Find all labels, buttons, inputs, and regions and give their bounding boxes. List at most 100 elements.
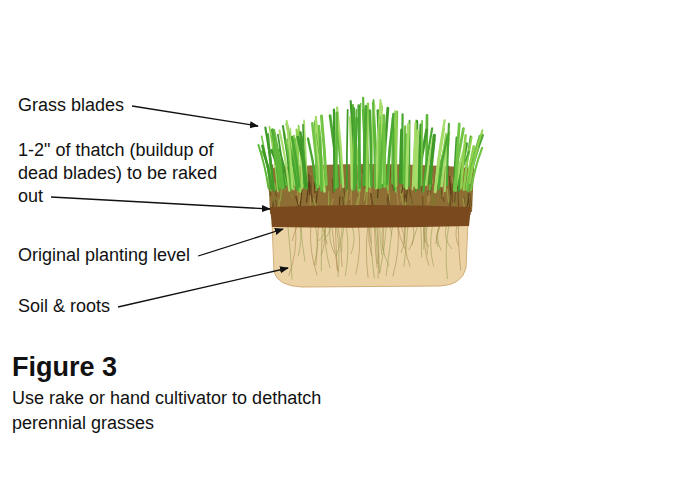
root-line (288, 226, 292, 280)
planting-level-band (270, 205, 471, 228)
thatch-stroke (350, 191, 352, 200)
leader-arrow (118, 268, 288, 307)
leader-arrow (132, 106, 258, 126)
part-label: Original planting level (18, 244, 190, 267)
grass-blade (387, 114, 393, 184)
root-line (436, 226, 440, 244)
grass-blade (447, 124, 449, 186)
root-line (336, 226, 342, 257)
grass-blade (335, 113, 339, 187)
root-line (382, 226, 384, 251)
thatch-stroke (451, 184, 453, 202)
root-line (431, 226, 434, 267)
grass-blade (430, 135, 435, 183)
grass-blade (300, 133, 304, 188)
grass-blade (274, 148, 280, 186)
root-line (456, 226, 458, 245)
leader-arrow (198, 229, 283, 256)
root-line (393, 226, 399, 276)
grass-blade (359, 106, 360, 188)
root-line (332, 226, 338, 272)
root-line (401, 226, 404, 243)
grass-blade (320, 137, 321, 190)
thatch-stroke (313, 199, 316, 207)
root-line (289, 226, 296, 276)
grass-blade (416, 126, 422, 191)
grass-blade (454, 129, 463, 191)
grass-blade (262, 136, 271, 191)
root-line (380, 226, 387, 274)
grass-blades (258, 98, 482, 192)
root-line (437, 226, 440, 247)
root-line (345, 226, 348, 276)
grass-blade (407, 125, 409, 189)
thatch-stroke (427, 196, 428, 205)
root-line (412, 226, 418, 245)
root-line (424, 226, 429, 266)
thatch-stroke (347, 173, 349, 191)
root-line (371, 226, 375, 279)
thatch-stroke (449, 176, 451, 190)
thatch-stroke (397, 188, 399, 206)
grass-blade (394, 112, 397, 186)
grass-blade (292, 137, 299, 187)
grass-blade (363, 98, 365, 185)
soil-block (272, 222, 468, 287)
grass-blade (321, 116, 326, 185)
grass-blade (438, 136, 447, 189)
grass-blade (262, 146, 271, 189)
root-line (378, 226, 379, 279)
root-line (458, 226, 460, 270)
root-line (369, 226, 372, 256)
root-line (322, 226, 329, 241)
grass-blade (373, 103, 375, 188)
roots (288, 226, 461, 280)
grass-blade (364, 106, 366, 184)
root-line (374, 226, 377, 268)
thatch-stroke (328, 192, 329, 206)
root-line (351, 226, 354, 254)
grass-blade (287, 121, 293, 188)
thatch-stroke (447, 189, 448, 202)
part-label: Grass blades (18, 94, 124, 117)
grass-blade (400, 130, 401, 183)
thatch-stroke (470, 193, 472, 205)
leader-arrow (51, 197, 270, 209)
grass-blade (370, 111, 372, 187)
part-label: Soil & roots (18, 295, 110, 318)
root-line (314, 226, 317, 265)
grass-blade (354, 118, 356, 189)
grass-blade (347, 110, 348, 189)
grass-blade (401, 114, 404, 183)
thatch-stroke (429, 192, 430, 201)
root-line (426, 226, 428, 255)
root-line (446, 226, 449, 279)
figure-caption: Use rake or hand cultivator to dethatch … (12, 386, 357, 436)
root-line (301, 226, 305, 261)
grass-blade (396, 112, 398, 192)
grass-blade (421, 121, 423, 185)
thatch-stroke (358, 192, 359, 204)
root-line (405, 226, 410, 267)
thatch-stroke (388, 194, 389, 206)
grass-blade (470, 130, 483, 183)
grass-blade (430, 135, 434, 190)
root-line (421, 226, 422, 257)
grass-blade (358, 104, 361, 191)
root-line (366, 226, 368, 278)
grass-blade (416, 131, 417, 188)
grass-blade (350, 117, 352, 189)
grass-blade (382, 115, 386, 186)
thatch-stroke (371, 194, 373, 207)
root-line (298, 226, 301, 256)
root-line (409, 226, 414, 250)
thatch-stroke (310, 176, 311, 196)
root-line (310, 226, 317, 275)
figure-title: Figure 3 (12, 351, 117, 383)
part-label: 1-2" of thatch (buildup of dead blades) … (18, 139, 233, 208)
root-line (292, 226, 297, 241)
grass-blade (272, 136, 282, 188)
thatch-stroke (366, 190, 367, 207)
root-line (356, 226, 360, 274)
